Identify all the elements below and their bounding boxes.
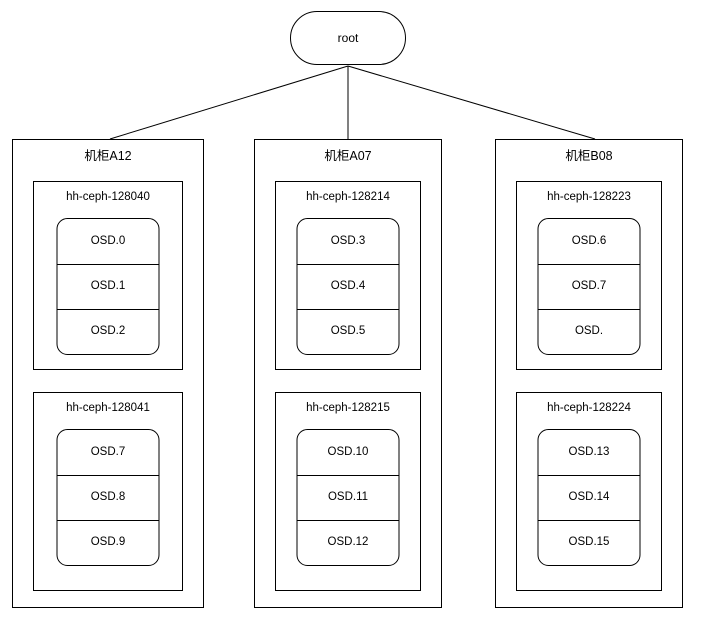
host-box-1-0[interactable]: hh-ceph-128214 OSD.3 OSD.4 OSD.5 — [275, 181, 421, 370]
osd-row[interactable]: OSD.7 — [90, 445, 126, 458]
host-box-0-0[interactable]: hh-ceph-128040 OSD.0 OSD.1 OSD.2 — [33, 181, 183, 370]
edge-root-to-rack-0 — [109, 65, 349, 140]
osd-row[interactable]: OSD.15 — [538, 520, 640, 565]
host-box-0-1[interactable]: hh-ceph-128041 OSD.7 OSD.8 OSD.9 — [33, 392, 183, 591]
osd-stack-1-1: OSD.10 OSD.11 OSD.12 — [296, 429, 400, 566]
root-node[interactable]: root — [290, 11, 406, 65]
rack-label-1: 机柜A07 — [324, 149, 372, 163]
host-box-1-1[interactable]: hh-ceph-128215 OSD.10 OSD.11 OSD.12 — [275, 392, 421, 591]
host-label-1-0: hh-ceph-128214 — [306, 191, 390, 203]
osd-stack-1-0: OSD.3 OSD.4 OSD.5 — [296, 218, 400, 355]
osd-row[interactable]: OSD.7 — [538, 264, 640, 309]
host-label-0-1: hh-ceph-128041 — [66, 402, 150, 414]
osd-row[interactable]: OSD.10 — [327, 445, 369, 458]
root-node-label: root — [337, 31, 359, 45]
osd-row[interactable]: OSD.12 — [297, 520, 399, 565]
osd-row[interactable]: OSD.5 — [297, 309, 399, 354]
host-label-2-1: hh-ceph-128224 — [547, 402, 631, 414]
osd-row[interactable]: OSD.13 — [568, 445, 610, 458]
osd-row[interactable]: OSD.4 — [297, 264, 399, 309]
osd-row[interactable]: OSD.1 — [57, 264, 159, 309]
host-label-2-0: hh-ceph-128223 — [547, 191, 631, 203]
rack-box-1[interactable]: 机柜A07 hh-ceph-128214 OSD.3 OSD.4 OSD.5 h… — [254, 139, 442, 608]
osd-row[interactable]: OSD.9 — [57, 520, 159, 565]
host-box-2-1[interactable]: hh-ceph-128224 OSD.13 OSD.14 OSD.15 — [516, 392, 662, 591]
osd-row[interactable]: OSD.0 — [90, 234, 126, 247]
rack-label-0: 机柜A12 — [84, 149, 132, 163]
osd-row[interactable]: OSD.2 — [57, 309, 159, 354]
osd-row[interactable]: OSD.14 — [538, 475, 640, 520]
osd-stack-2-0: OSD.6 OSD.7 OSD. — [537, 218, 641, 355]
osd-row[interactable]: OSD.11 — [297, 475, 399, 520]
host-label-0-0: hh-ceph-128040 — [66, 191, 150, 203]
host-label-1-1: hh-ceph-128215 — [306, 402, 390, 414]
rack-label-2: 机柜B08 — [565, 149, 613, 163]
osd-row[interactable]: OSD.6 — [571, 234, 607, 247]
rack-box-0[interactable]: 机柜A12 hh-ceph-128040 OSD.0 OSD.1 OSD.2 h… — [12, 139, 204, 608]
osd-stack-0-1: OSD.7 OSD.8 OSD.9 — [56, 429, 160, 566]
osd-stack-0-0: OSD.0 OSD.1 OSD.2 — [56, 218, 160, 355]
osd-row[interactable]: OSD.3 — [330, 234, 366, 247]
osd-row[interactable]: OSD.8 — [57, 475, 159, 520]
osd-row[interactable]: OSD. — [538, 309, 640, 354]
rack-box-2[interactable]: 机柜B08 hh-ceph-128223 OSD.6 OSD.7 OSD. hh… — [495, 139, 683, 608]
edge-root-to-rack-2 — [347, 65, 596, 140]
host-box-2-0[interactable]: hh-ceph-128223 OSD.6 OSD.7 OSD. — [516, 181, 662, 370]
osd-stack-2-1: OSD.13 OSD.14 OSD.15 — [537, 429, 641, 566]
